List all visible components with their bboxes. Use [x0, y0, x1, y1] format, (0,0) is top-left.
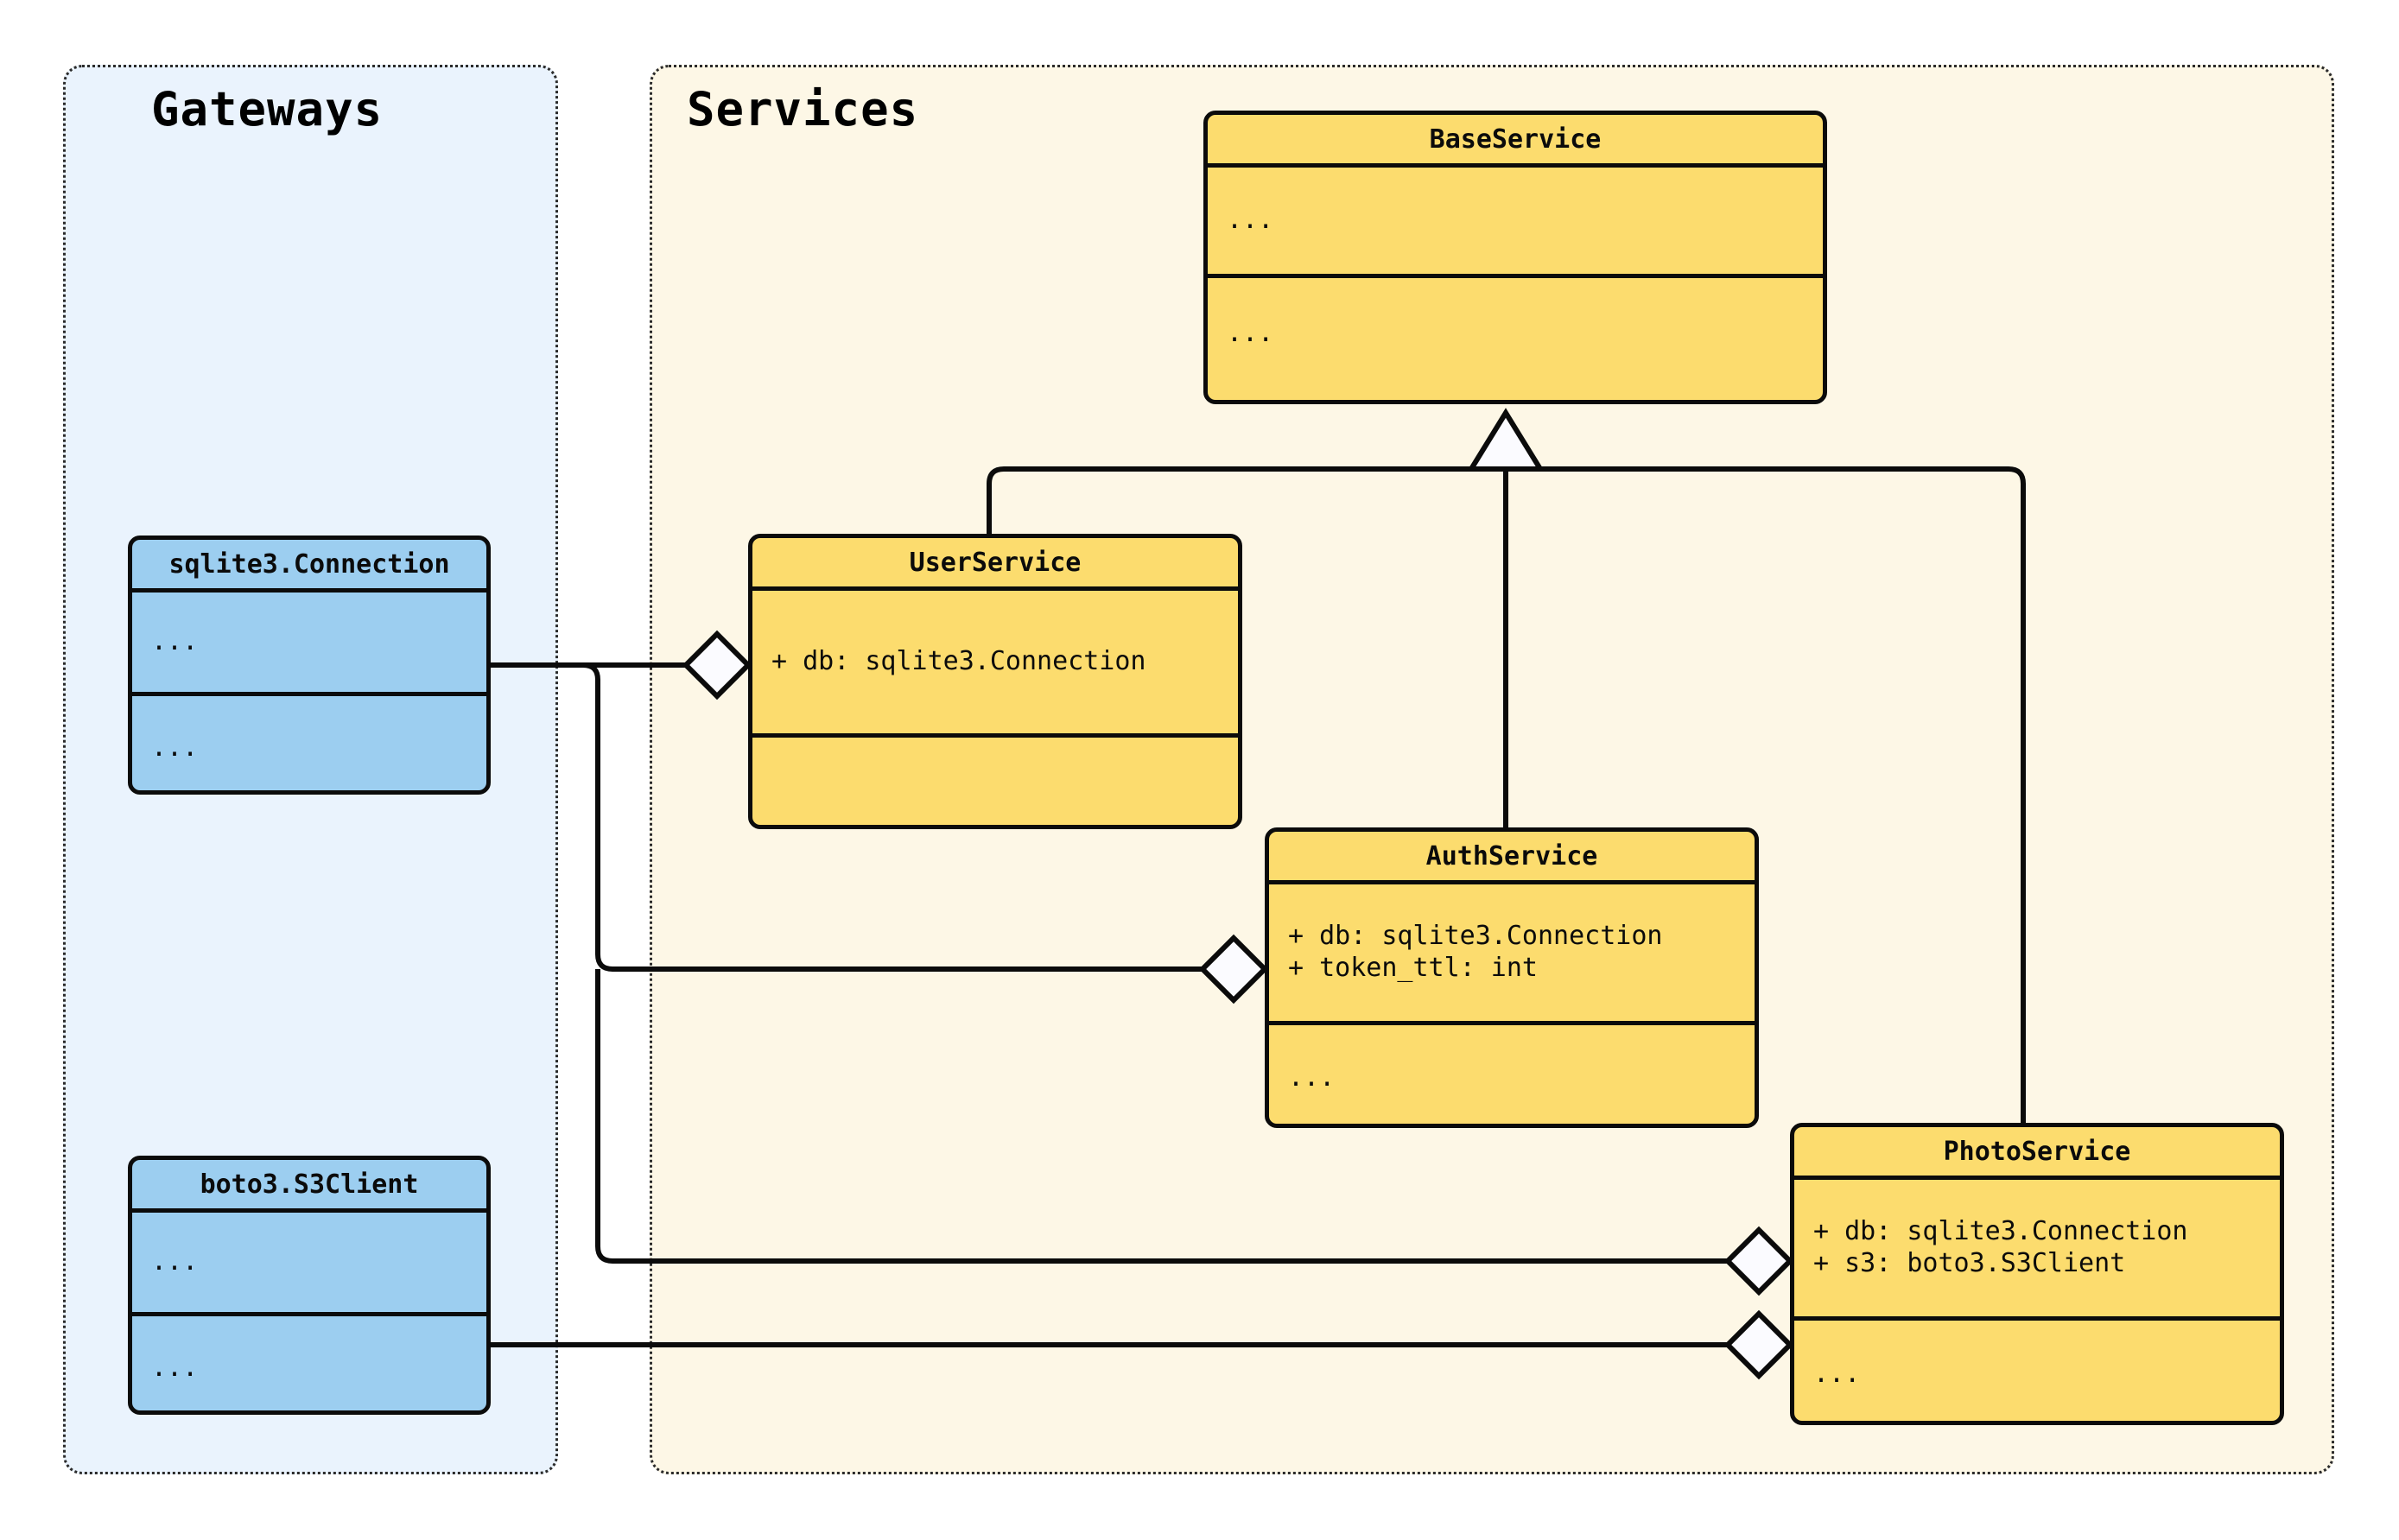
package-title-services: Services [687, 82, 919, 136]
uml-methods-sqlite3-connection: ... [132, 696, 486, 790]
uml-class-name-authservice: AuthService [1269, 832, 1755, 884]
uml-methods-authservice: ... [1269, 1025, 1755, 1124]
uml-attributes-userservice: + db: sqlite3.Connection [752, 591, 1238, 738]
uml-attributes-sqlite3-connection: ... [132, 593, 486, 696]
uml-methods-boto3-s3client: ... [132, 1316, 486, 1410]
uml-class-name-photoservice: PhotoService [1794, 1127, 2280, 1180]
aggregation-edge-sqlite-authservice [491, 662, 1223, 972]
aggregation-diamond-photoservice-db [1723, 1226, 1794, 1296]
uml-attribute-line: + db: sqlite3.Connection [1288, 921, 1663, 952]
uml-attribute-line: + db: sqlite3.Connection [1813, 1216, 2188, 1247]
uml-class-name-userservice: UserService [752, 538, 1238, 591]
uml-attributes-photoservice: + db: sqlite3.Connection + s3: boto3.S3C… [1794, 1180, 2280, 1321]
uml-attributes-authservice: + db: sqlite3.Connection + token_ttl: in… [1269, 884, 1755, 1025]
uml-attribute-line: ... [151, 1246, 199, 1277]
uml-attributes-baseservice: ... [1208, 168, 1823, 278]
uml-method-line: ... [151, 732, 199, 763]
uml-attribute-line: + token_ttl: int [1288, 953, 1538, 983]
uml-method-line: ... [1227, 317, 1274, 348]
uml-methods-baseservice: ... [1208, 278, 1823, 389]
inheritance-edge-photoservice [1506, 466, 2026, 1123]
uml-class-name-baseservice: BaseService [1208, 115, 1823, 168]
uml-class-boto3-s3client[interactable]: boto3.S3Client ... ... [128, 1156, 491, 1415]
uml-attribute-line: ... [1227, 205, 1274, 236]
uml-methods-photoservice: ... [1794, 1321, 2280, 1421]
uml-class-photoservice[interactable]: PhotoService + db: sqlite3.Connection + … [1790, 1123, 2284, 1425]
inheritance-triangle-marker [1466, 408, 1545, 472]
uml-class-baseservice[interactable]: BaseService ... ... [1203, 111, 1827, 404]
uml-attributes-boto3-s3client: ... [132, 1213, 486, 1316]
uml-method-line: ... [151, 1352, 199, 1383]
uml-class-userservice[interactable]: UserService + db: sqlite3.Connection [748, 534, 1242, 829]
uml-class-sqlite3-connection[interactable]: sqlite3.Connection ... ... [128, 536, 491, 795]
uml-class-authservice[interactable]: AuthService + db: sqlite3.Connection + t… [1265, 827, 1759, 1128]
aggregation-edge-sqlite-photoservice [595, 969, 1748, 1264]
uml-class-name-sqlite3-connection: sqlite3.Connection [132, 540, 486, 593]
aggregation-diamond-authservice [1198, 934, 1269, 1004]
uml-attribute-line: ... [151, 626, 199, 657]
inheritance-edge-userservice [987, 466, 1506, 534]
aggregation-diamond-photoservice-s3 [1723, 1309, 1794, 1380]
package-title-gateways: Gateways [151, 82, 384, 136]
aggregation-diamond-userservice [682, 630, 752, 700]
uml-method-line: ... [1288, 1062, 1336, 1093]
uml-methods-userservice [752, 738, 1238, 825]
uml-class-name-boto3-s3client: boto3.S3Client [132, 1160, 486, 1213]
uml-method-line: ... [1813, 1359, 1861, 1390]
uml-attribute-line: + s3: boto3.S3Client [1813, 1248, 2126, 1278]
uml-attribute-line: + db: sqlite3.Connection [771, 646, 1146, 677]
